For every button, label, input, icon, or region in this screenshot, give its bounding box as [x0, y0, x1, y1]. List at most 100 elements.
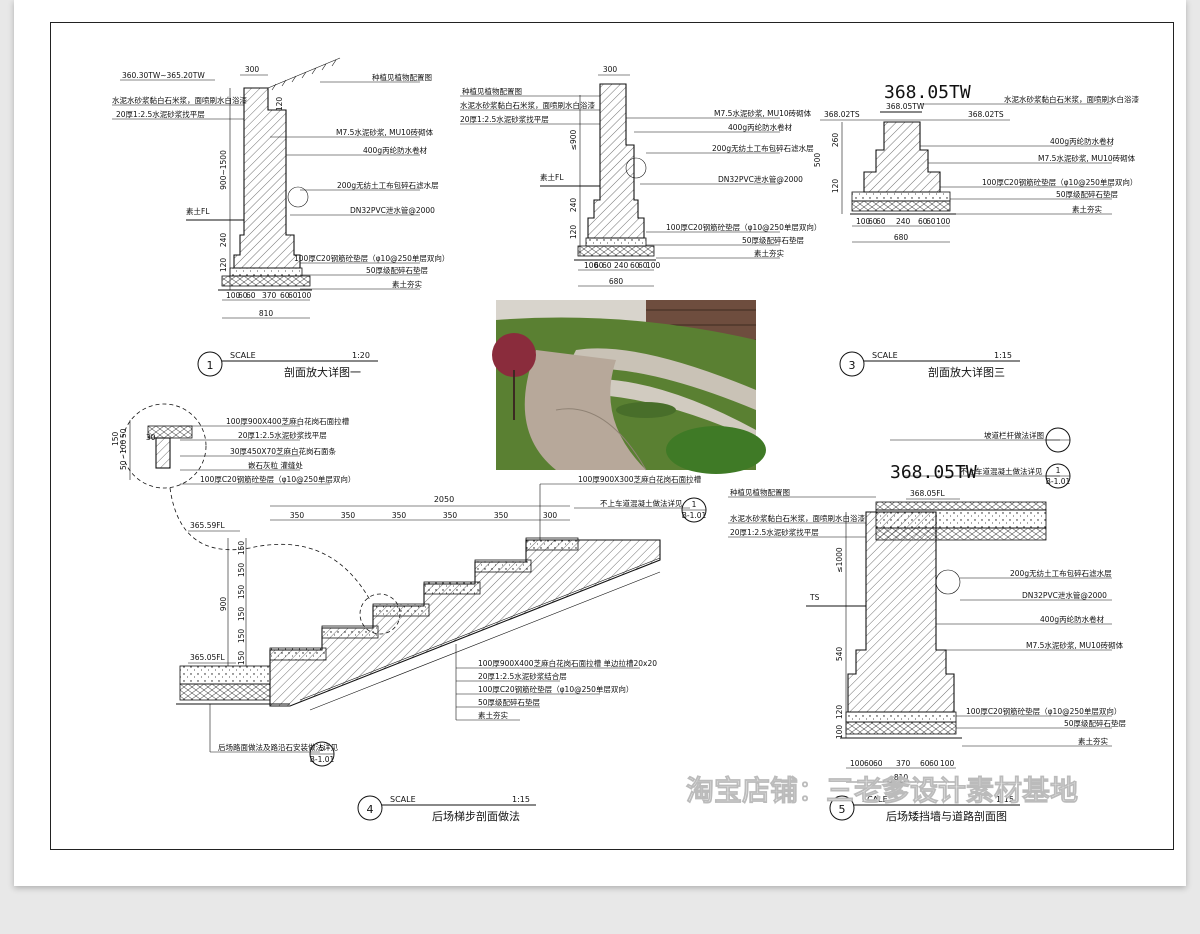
d1-label-4: 400g丙纶防水卷材	[363, 145, 428, 155]
watermark: 淘宝店铺：三老爹设计素材基地	[686, 774, 1078, 807]
d5-scale-word: SCALE	[862, 795, 888, 804]
d5-title-block: 5 SCALE 1:15 后场矮挡墙与道路剖面图	[829, 795, 1020, 823]
d3-bd-1: 60	[868, 217, 878, 226]
d2-bd-3: 240	[614, 261, 629, 270]
d1-top-elevation: 360.30TW~365.20TW	[122, 71, 205, 80]
d2-dim-240: 240	[569, 198, 578, 213]
d5-label-3: 200g无纺土工布包碎石滤水层	[1010, 568, 1112, 578]
d4-dl-3: 嵌石灰粒 灌缝处	[248, 460, 303, 470]
d5-ref-bubble: 1 B-1.01	[1045, 463, 1071, 489]
d4-dd-2: 100	[119, 439, 128, 454]
d3-label-4: 50厚级配碎石垫层	[1056, 189, 1119, 199]
d2-bottom-dims: 100 60 60 240 60 60 100	[584, 261, 661, 270]
d1-scale: 1:20	[352, 351, 370, 360]
d1-label-0: 种植见植物配置图	[372, 72, 432, 82]
d1-scale-word: SCALE	[230, 351, 256, 360]
d2-bd-2: 60	[602, 261, 612, 270]
d5-number: 5	[839, 803, 846, 816]
d5-ref1-label: 坡道栏杆做法详图	[984, 430, 1044, 440]
d5-bd-6: 100	[940, 759, 955, 768]
d4-riser-1: 150	[237, 563, 246, 578]
d5-scale: 1:15	[996, 795, 1014, 804]
drawing-frame	[50, 22, 1174, 850]
d3-top-elev: 368.05TW	[884, 82, 971, 103]
d2-label-9: 素土夯实	[754, 248, 784, 258]
detail-1: 360.30TW~365.20TW 300 素土FL 900~1500 240 …	[112, 57, 449, 379]
d1-bottom-dims: 100 60 60 370 60 60 100	[226, 291, 312, 300]
d5-bd-0: 100	[850, 759, 865, 768]
d5-label-5: 400g丙纶防水卷材	[1040, 614, 1105, 624]
d4-enlarged-detail: 50 30 100 150 50	[111, 420, 193, 480]
d4-step-treads	[269, 537, 579, 661]
d3-bd-3: 240	[896, 217, 911, 226]
d2-bd-6: 100	[646, 261, 661, 270]
detail-5: 368.05TW 坡道栏杆做法详图 不上车道混凝土做法详见 1 B-1.01 3…	[728, 427, 1127, 823]
d2-bd-0: 100	[584, 261, 599, 270]
d3-label-2: M7.5水泥砂浆, MU10砖砌体	[1038, 153, 1136, 163]
d2-labels: 种植见植物配置图 水泥水砂浆黏白石米浆，面喷刷水白浴漆 20厚1:2.5水泥砂浆…	[460, 86, 821, 259]
d1-bd-1: 60	[238, 291, 248, 300]
d4-riser-5: 150	[237, 651, 246, 666]
d3-scale-word: SCALE	[872, 351, 898, 360]
d5-label-2: 20厚1:2.5水泥砂浆找平层	[730, 527, 819, 537]
d4-bl-0: 100厚900X400芝麻白花岗石面拉槽 单边拉槽20x20	[478, 658, 657, 668]
d4-riser-2: 150	[237, 585, 246, 600]
d3-label-5: 素土夯实	[1072, 204, 1102, 214]
d1-label-2: 20厚1:2.5水泥砂浆找平层	[116, 109, 205, 119]
d1-bd-6: 100	[297, 291, 312, 300]
d4-bottom-note: 后场路面做法及路沿石安装做法详见	[218, 742, 338, 752]
d3-bd-2: 60	[876, 217, 886, 226]
d2-label-1: 水泥水砂浆黏白石米浆，面喷刷水白浴漆	[460, 100, 595, 110]
d4-ref-sheet2: B-1.01	[310, 755, 335, 764]
d2-label-7: 100厚C20钢筋砼垫层（φ10@250单层双向）	[666, 222, 821, 232]
d5-bd-5: 60	[929, 759, 939, 768]
d4-ref-bubble-2: 5 B-1.01	[309, 741, 335, 767]
d1-label-7: 100厚C20钢筋砼垫层（φ10@250单层双向）	[294, 253, 449, 263]
d5-ref2-label: 不上车道混凝土做法详见	[960, 466, 1043, 476]
d1-title-block: 1 SCALE 1:20 剖面放大详图一	[197, 351, 378, 379]
d3-labels: 水泥水砂浆黏白石米浆，面喷刷水白浴漆 400g丙纶防水卷材 M7.5水泥砂浆, …	[920, 94, 1139, 215]
d2-bottom-total: 680	[609, 277, 624, 286]
d5-top-elev: 368.05TW	[890, 462, 977, 483]
d5-bd-4: 60	[920, 759, 930, 768]
d4-bl-4: 素土夯实	[478, 710, 508, 720]
d5-dim-540: 540	[835, 647, 844, 662]
d4-dl-1: 20厚1:2.5水泥砂浆找平层	[238, 430, 327, 440]
d2-dim-h: ≤900	[569, 129, 578, 150]
d2-label-0: 种植见植物配置图	[462, 86, 522, 96]
d5-bd-3: 370	[896, 759, 911, 768]
d4-ref-bubble: 1 B-1.01	[681, 497, 707, 523]
d1-bd-5: 60	[288, 291, 298, 300]
d3-elev-mid: 368.05TW	[886, 102, 925, 111]
d5-dim-h: ≤1000	[835, 547, 844, 573]
d1-bd-2: 60	[246, 291, 256, 300]
d4-bottom-elev: 365.05FL	[190, 653, 226, 662]
d4-tread-1: 350	[341, 511, 356, 520]
d4-tread-4: 350	[494, 511, 509, 520]
d4-ref-sheet: B-1.01	[682, 511, 707, 520]
d1-bottom-total: 810	[259, 309, 274, 318]
d1-label-9: 素土夯实	[392, 279, 422, 289]
d3-bottom-dims: 100 60 60 240 60 60 100	[856, 217, 951, 226]
d4-dd-1: 30	[146, 433, 156, 442]
d4-tread-5: 300	[543, 511, 558, 520]
d4-scale-word: SCALE	[390, 795, 416, 804]
d5-labels: 种植见植物配置图 水泥水砂浆黏白石米浆，面喷刷水白浴漆 20厚1:2.5水泥砂浆…	[728, 487, 1127, 747]
d1-label-1: 水泥水砂浆黏白石米浆，面喷刷水白浴漆	[112, 95, 247, 105]
d3-number: 3	[849, 359, 856, 372]
d4-tread-0: 350	[290, 511, 305, 520]
d3-label-0: 水泥水砂浆黏白石米浆，面喷刷水白浴漆	[1004, 94, 1139, 104]
d5-label-4: DN32PVC泄水管@2000	[1022, 590, 1107, 600]
d4-number: 4	[367, 803, 374, 816]
cad-drawing: 360.30TW~365.20TW 300 素土FL 900~1500 240 …	[111, 57, 1139, 823]
d5-label-7: 100厚C20钢筋砼垫层（φ10@250单层双向）	[966, 706, 1121, 716]
drawing-sheet: 360.30TW~365.20TW 300 素土FL 900~1500 240 …	[14, 0, 1186, 886]
d2-label-3: M7.5水泥砂浆, MU10砖砌体	[714, 108, 812, 118]
d1-number: 1	[207, 359, 214, 372]
d4-bottom-labels: 100厚900X400芝麻白花岗石面拉槽 单边拉槽20x20 20厚1:2.5水…	[456, 658, 657, 721]
d5-dim-100: 100	[835, 725, 844, 740]
d4-riser-0: 150	[237, 541, 246, 556]
d3-scale: 1:15	[994, 351, 1012, 360]
d1-bd-0: 100	[226, 291, 241, 300]
d4-height: 900	[219, 597, 228, 612]
